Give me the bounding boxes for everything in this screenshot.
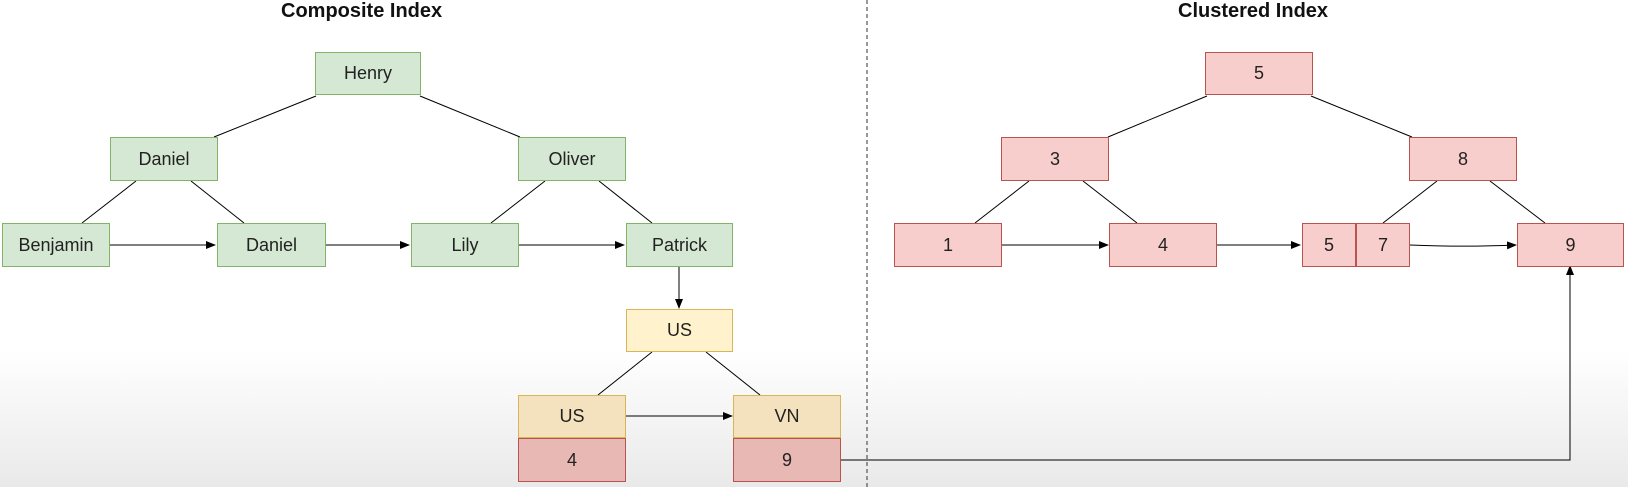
country-leaf-key-vn: VN [733, 395, 841, 438]
composite-index-title: Composite Index [281, 0, 443, 22]
edge-5-3 [1107, 95, 1208, 138]
composite-leaf-node-patrick: Patrick [626, 223, 733, 267]
composite-level1-node-oliver: Oliver [518, 137, 626, 181]
edge-daniel-benjamin [81, 180, 137, 224]
composite-leaf-node-benjamin: Benjamin [2, 223, 110, 267]
country-leaf-key-us: US [518, 395, 626, 438]
arrow-57-9 [1409, 241, 1517, 250]
clustered-leaf-node-5: 5 [1302, 223, 1356, 267]
edge-8-9 [1489, 180, 1546, 224]
edge-henry-daniel [213, 95, 317, 138]
edge-us-vn [705, 351, 761, 396]
clustered-leaf-node-4: 4 [1109, 223, 1217, 267]
edge-5-8 [1310, 95, 1413, 138]
composite-root-node: Henry [315, 52, 421, 95]
composite-level1-node-daniel: Daniel [110, 137, 218, 181]
edge-3-1 [974, 180, 1030, 224]
composite-leaf-node-lily: Lily [411, 223, 519, 267]
edge-henry-oliver [419, 95, 521, 138]
composite-leaf-node-daniel: Daniel [217, 223, 326, 267]
clustered-root-node: 5 [1205, 52, 1313, 95]
country-leaf-value-9: 9 [733, 438, 841, 482]
edge-us-us [597, 351, 653, 396]
country-leaf-value-4: 4 [518, 438, 626, 482]
edge-daniel-daniel [190, 180, 245, 224]
edge-oliver-lily [490, 180, 546, 224]
arrow-vn-9-pointer [841, 265, 1574, 461]
clustered-leaf-node-1: 1 [894, 223, 1002, 267]
edge-3-4 [1082, 180, 1138, 224]
edge-oliver-patrick [598, 180, 653, 224]
clustered-index-title: Clustered Index [1178, 0, 1329, 22]
clustered-level1-node-8: 8 [1409, 137, 1517, 181]
clustered-level1-node-3: 3 [1001, 137, 1109, 181]
edge-8-57 [1382, 180, 1438, 224]
clustered-leaf-node-9: 9 [1517, 223, 1624, 267]
country-root-node: US [626, 309, 733, 352]
clustered-leaf-node-7: 7 [1356, 223, 1410, 267]
